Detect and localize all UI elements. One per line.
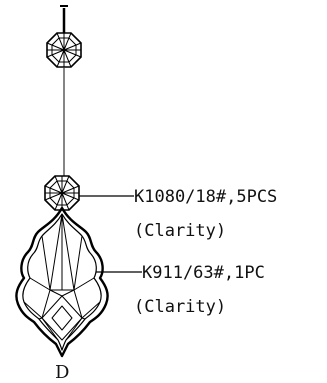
callout-bead-code: K1080/18#,5PCS [134, 187, 277, 207]
pendalogue-crystal-icon [15, 206, 109, 358]
top-hook [60, 5, 68, 34]
top-octagon-bead-icon [46, 32, 82, 68]
figure-caption: D [55, 362, 69, 383]
middle-octagon-bead-icon [44, 175, 80, 211]
callout-pendalogue-note: (Clarity) [134, 297, 226, 317]
callout-bead-note: (Clarity) [134, 221, 226, 241]
callout-pendalogue-code: K911/63#,1PC [142, 263, 265, 283]
